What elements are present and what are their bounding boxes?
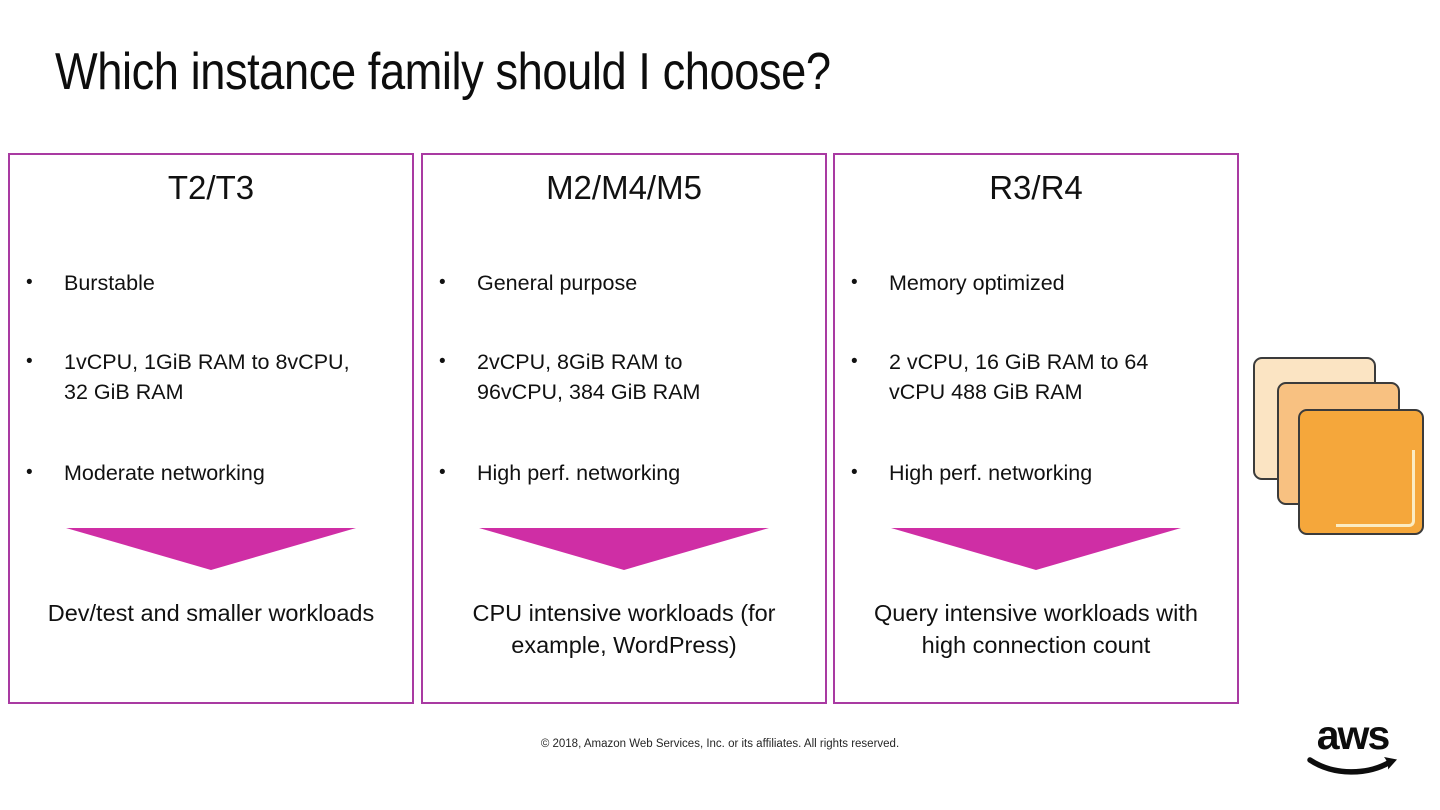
- bullet-text: Memory optimized: [889, 270, 1065, 295]
- bullet-icon: •: [26, 350, 33, 372]
- bullet-icon: •: [26, 271, 33, 293]
- bullet-text: Burstable: [64, 270, 155, 295]
- conclusion-text: CPU intensive workloads (for example, Wo…: [472, 599, 776, 658]
- box-title: T2/T3: [167, 169, 255, 206]
- list-item: • High perf. networking: [423, 458, 825, 488]
- list-item: • Burstable: [10, 268, 412, 298]
- conclusion-text: Query intensive workloads with high conn…: [874, 599, 1198, 658]
- down-arrow-icon: [891, 527, 1181, 570]
- family-box-r3r4: R3/R4 • Memory optimized • 2 vCPU, 16 Gi…: [833, 153, 1239, 704]
- page-title: Which instance family should I choose?: [55, 43, 831, 101]
- bullet-text: 2 vCPU, 16 GiB RAM to 64 vCPU 488 GiB RA…: [889, 349, 1149, 404]
- aws-smile-icon: [1306, 756, 1397, 775]
- family-box-t2t3: T2/T3 • Burstable • 1vCPU, 1GiB RAM to 8…: [8, 153, 414, 704]
- bullet-text: 2vCPU, 8GiB RAM to 96vCPU, 384 GiB RAM: [477, 349, 701, 404]
- conclusion-text: Dev/test and smaller workloads: [47, 599, 375, 626]
- stacked-instances-icon: [1250, 353, 1430, 538]
- box-title: R3/R4: [989, 169, 1083, 206]
- box-title: M2/M4/M5: [546, 169, 702, 206]
- list-item: • 2vCPU, 8GiB RAM to 96vCPU, 384 GiB RAM: [423, 347, 825, 407]
- bullet-text: High perf. networking: [889, 460, 1093, 485]
- family-box-m2m4m5: M2/M4/M5 • General purpose • 2vCPU, 8GiB…: [421, 153, 827, 704]
- bullet-text: Moderate networking: [64, 460, 265, 485]
- square-highlight: [1336, 450, 1415, 527]
- down-arrow-icon: [479, 527, 769, 570]
- list-item: • High perf. networking: [835, 458, 1237, 488]
- bullet-icon: •: [851, 461, 858, 483]
- bullet-text: General purpose: [477, 270, 638, 295]
- bullet-text: 1vCPU, 1GiB RAM to 8vCPU, 32 GiB RAM: [64, 349, 350, 404]
- list-item: • 2 vCPU, 16 GiB RAM to 64 vCPU 488 GiB …: [835, 347, 1237, 407]
- list-item: • General purpose: [423, 268, 825, 298]
- list-item: • 1vCPU, 1GiB RAM to 8vCPU, 32 GiB RAM: [10, 347, 412, 407]
- copyright-text: © 2018, Amazon Web Services, Inc. or its…: [540, 738, 900, 750]
- bullet-icon: •: [851, 271, 858, 293]
- down-arrow-icon: [66, 527, 356, 570]
- aws-logo: aws: [1305, 712, 1400, 780]
- list-item: • Moderate networking: [10, 458, 412, 488]
- bullet-icon: •: [851, 350, 858, 372]
- list-item: • Memory optimized: [835, 268, 1237, 298]
- bullet-icon: •: [439, 461, 446, 483]
- stacked-square-front-icon: [1298, 409, 1424, 535]
- bullet-text: High perf. networking: [477, 460, 681, 485]
- bullet-icon: •: [439, 271, 446, 293]
- bullet-icon: •: [439, 350, 446, 372]
- bullet-icon: •: [26, 461, 33, 483]
- aws-logo-text: aws: [1316, 712, 1391, 758]
